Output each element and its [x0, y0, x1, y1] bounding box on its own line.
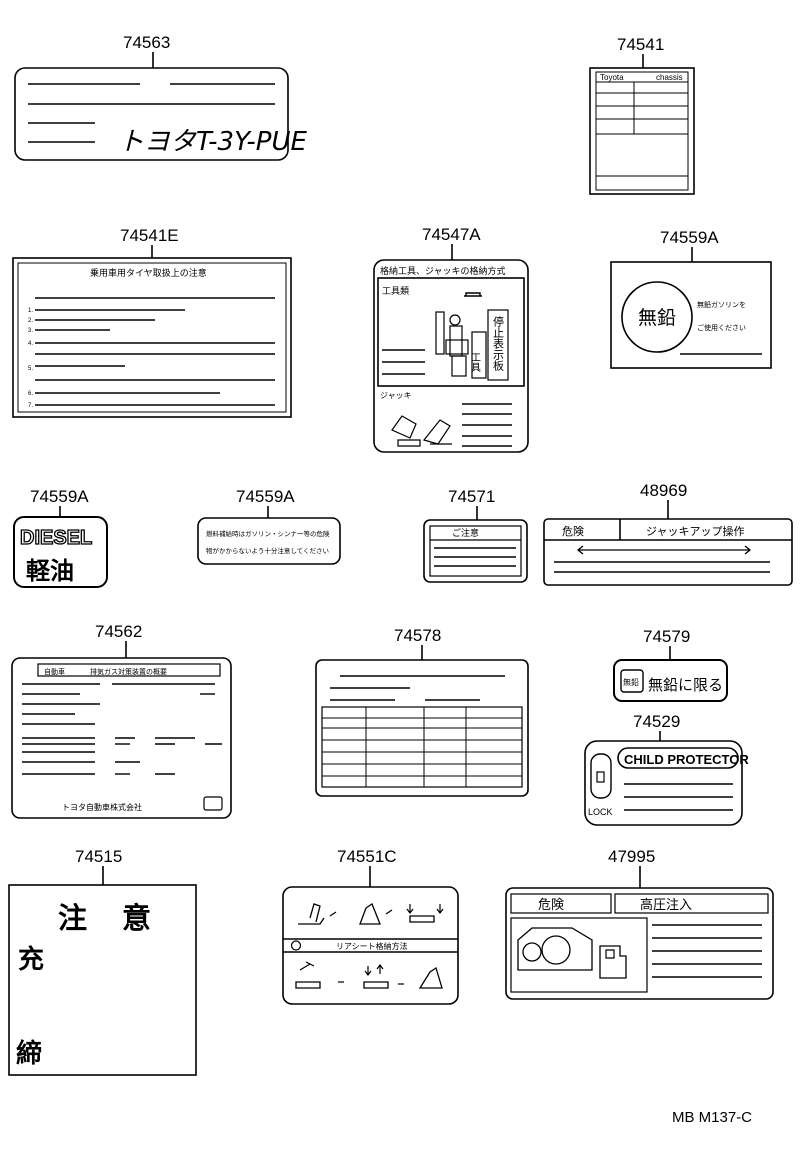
part-74547A: 74547A 格納工具、ジャッキの格納方式 工具類 工具 停止表示板 ジャッキ	[373, 225, 529, 453]
svg-text:2.: 2.	[28, 318, 33, 324]
part-number-48969: 48969	[640, 481, 687, 500]
part-number-74551C: 74551C	[337, 847, 397, 866]
label-plate-74551C	[282, 886, 459, 1005]
svg-text:3.: 3.	[28, 328, 33, 334]
label-plate-74563	[14, 67, 289, 161]
part-47995: 47995 危険 高圧注入	[505, 847, 774, 1000]
part-74559A-diesel: 74559A DIESEL 軽油	[13, 487, 108, 588]
part-number-74541: 74541	[617, 35, 664, 54]
svg-text:燃料補給時はガソリン・シンナー等の危険: 燃料補給時はガソリン・シンナー等の危険	[206, 529, 330, 538]
part-74541E: 74541E 乗用車用タイヤ取扱上の注意 1. 2. 3. 4. 5. 6. 7…	[12, 226, 292, 418]
part-number-74563: 74563	[123, 33, 170, 52]
svg-text:格納工具、ジャッキの格納方式: 格納工具、ジャッキの格納方式	[380, 265, 506, 277]
part-number-74515: 74515	[75, 847, 122, 866]
svg-text:排気ガス対策装置の概要: 排気ガス対策装置の概要	[90, 667, 167, 676]
svg-text:高圧注入: 高圧注入	[640, 897, 692, 913]
label-plate-74571	[423, 519, 528, 583]
part-number-74559A-3: 74559A	[236, 487, 295, 506]
label-plate-48969	[543, 518, 793, 586]
svg-text:1.: 1.	[28, 308, 33, 314]
part-74551C: 74551C リアシート格納方法	[282, 847, 459, 1005]
svg-text:6.: 6.	[28, 391, 33, 397]
part-74579: 74579 無鉛 無鉛に限る	[613, 627, 728, 702]
svg-text:停止表示板: 停止表示板	[492, 315, 505, 372]
label-plate-74579	[613, 659, 728, 702]
svg-text:DIESEL: DIESEL	[20, 527, 92, 549]
svg-text:7.: 7.	[28, 403, 33, 409]
diagram-reference: MB M137-C	[672, 1109, 752, 1126]
svg-text:Toyota: Toyota	[600, 73, 624, 82]
svg-text:ジャッキアップ操作: ジャッキアップ操作	[646, 524, 744, 538]
part-74559A-unleaded: 74559A 無鉛 無鉛ガソリンを ご使用ください	[610, 228, 772, 369]
svg-text:充: 充	[18, 944, 44, 975]
svg-text:締: 締	[16, 1038, 42, 1069]
label-plate-74529	[584, 740, 743, 826]
part-74529: 74529 CHILD PROTECTOR LOCK	[584, 712, 749, 826]
svg-text:5.: 5.	[28, 366, 33, 372]
part-number-74541E: 74541E	[120, 226, 179, 245]
svg-text:物がかからないよう十分注意してください: 物がかからないよう十分注意してください	[206, 546, 329, 555]
svg-text:無鉛ガソリンを: 無鉛ガソリンを	[697, 300, 746, 309]
svg-text:工具: 工具	[469, 352, 481, 373]
part-number-74559A-1: 74559A	[660, 228, 719, 247]
svg-text:無鉛に限る: 無鉛に限る	[648, 676, 723, 694]
part-74515: 74515 注 意 充 締	[8, 847, 197, 1076]
part-number-74547A: 74547A	[422, 225, 481, 244]
svg-text:リアシート格納方法: リアシート格納方法	[336, 941, 408, 951]
part-74563: 74563 トヨタT-3Y-PUE	[14, 33, 307, 161]
svg-text:ご注意: ご注意	[452, 527, 479, 539]
part-48969: 48969 危険 ジャッキアップ操作	[543, 481, 793, 586]
svg-text:無鉛: 無鉛	[638, 307, 676, 329]
svg-text:危険: 危険	[538, 898, 564, 913]
svg-text:LOCK: LOCK	[588, 807, 613, 817]
svg-text:工具類: 工具類	[382, 286, 409, 297]
label-plate-74541E	[12, 257, 292, 418]
part-74559A-notice: 74559A 燃料補給時はガソリン・シンナー等の危険 物がかからないよう十分注意…	[197, 487, 341, 565]
part-number-74578: 74578	[394, 626, 441, 645]
svg-text:無鉛: 無鉛	[623, 677, 639, 687]
svg-text:CHILD PROTECTOR: CHILD PROTECTOR	[624, 752, 749, 767]
svg-text:意: 意	[122, 901, 151, 935]
label-plate-74562	[11, 657, 232, 819]
part-74562: 74562 自動車 排気ガス対策装置の概要 トヨタ自動車株式会社	[11, 622, 232, 819]
svg-text:自動車: 自動車	[44, 667, 65, 676]
label-plate-47995	[505, 887, 774, 1000]
label-plate-74559A-1	[610, 261, 772, 369]
label-plate-74578	[315, 659, 529, 797]
part-74571: 74571 ご注意	[423, 487, 528, 583]
label-title-74541E: 乗用車用タイヤ取扱上の注意	[90, 267, 207, 279]
part-74541: 74541 Toyota chassis	[589, 35, 695, 195]
part-number-74559A-2: 74559A	[30, 487, 89, 506]
svg-text:注: 注	[58, 901, 87, 935]
label-plate-74559A-2	[13, 516, 108, 588]
part-number-74579: 74579	[643, 627, 690, 646]
part-number-74571: 74571	[448, 487, 495, 506]
svg-text:軽油: 軽油	[26, 557, 74, 585]
part-number-74562: 74562	[95, 622, 142, 641]
part-number-74529: 74529	[633, 712, 680, 731]
label-plate-74515	[8, 884, 197, 1076]
svg-text:ご使用ください: ご使用ください	[697, 323, 746, 332]
label-text-74563: トヨタT-3Y-PUE	[118, 127, 307, 157]
svg-text:chassis: chassis	[656, 73, 683, 82]
label-plate-74559A-3	[197, 517, 341, 565]
svg-text:ジャッキ: ジャッキ	[380, 391, 412, 400]
svg-text:トヨタ自動車株式会社: トヨタ自動車株式会社	[62, 802, 142, 812]
part-74578: 74578	[315, 626, 529, 797]
part-number-47995: 47995	[608, 847, 655, 866]
label-plate-74547A	[373, 259, 529, 453]
svg-text:4.: 4.	[28, 341, 33, 347]
svg-text:危険: 危険	[562, 525, 584, 538]
label-plate-74541	[589, 67, 695, 195]
